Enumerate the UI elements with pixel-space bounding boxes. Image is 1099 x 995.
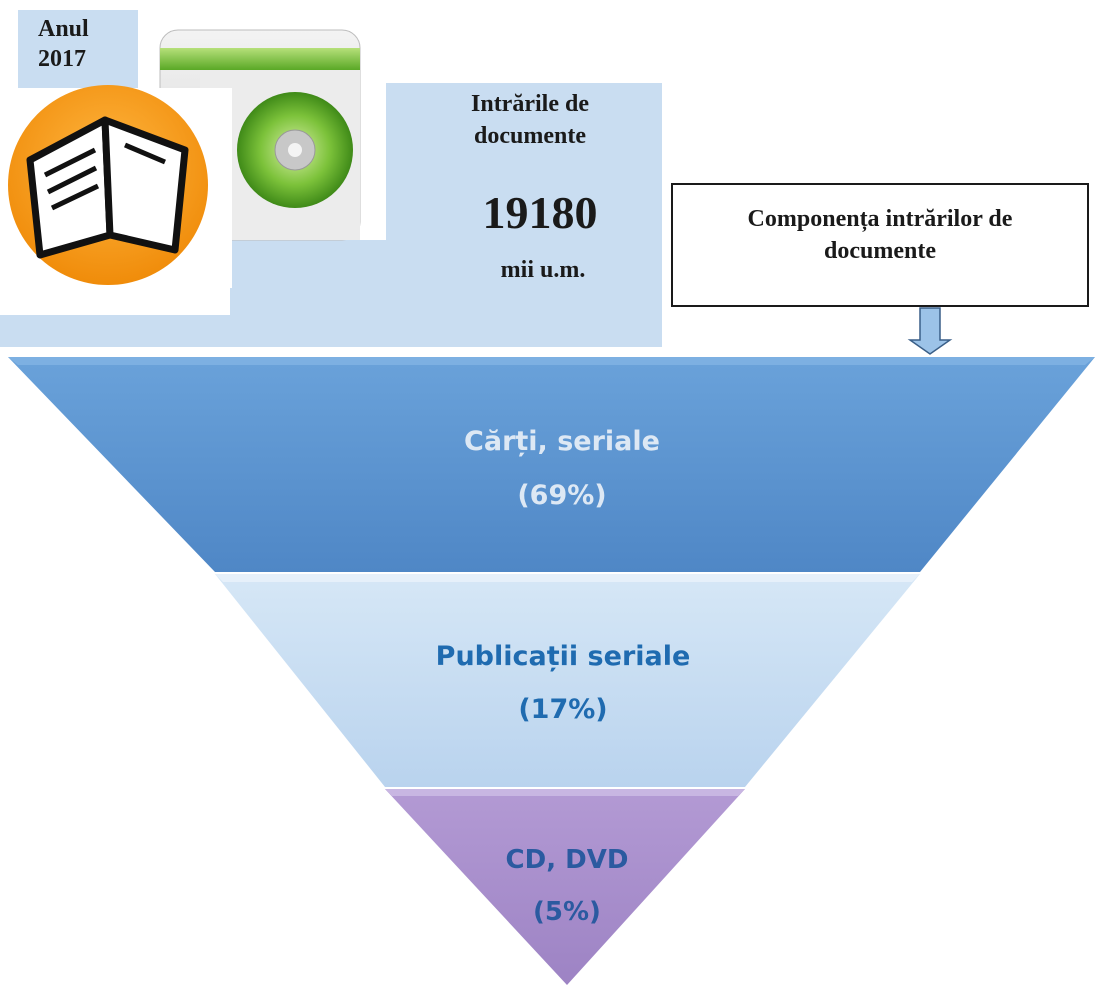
total-unit: mii u.m.: [500, 257, 586, 283]
total-value: 19180: [482, 187, 598, 238]
funnel-segment-books: Cărți, seriale (69%): [8, 357, 1095, 572]
funnel-segment-periodicals: Publicații seriale (17%): [215, 574, 920, 787]
segment-label-books: Cărți, seriale: [464, 426, 660, 457]
year-label: Anul 2017: [38, 16, 89, 72]
segment-value-books: (69%): [517, 480, 606, 511]
segment-value-periodicals: (17%): [518, 694, 607, 725]
down-arrow-icon: [907, 307, 953, 355]
year-badge: [18, 10, 138, 90]
book-icon: [0, 85, 232, 288]
segment-label-cd-dvd: CD, DVD: [506, 845, 629, 875]
composition-title: Componența intrărilor de documente: [747, 206, 1013, 264]
document-icons: [0, 29, 361, 288]
funnel-segment-cd-dvd: CD, DVD (5%): [385, 789, 745, 985]
segment-value-cd-dvd: (5%): [533, 897, 601, 927]
info-panel-right: [386, 83, 662, 253]
documents-intake-title: Intrările de documente: [471, 91, 589, 149]
composition-box: Componența intrărilor de documente: [671, 183, 1089, 307]
segment-label-periodicals: Publicații seriale: [436, 641, 691, 672]
